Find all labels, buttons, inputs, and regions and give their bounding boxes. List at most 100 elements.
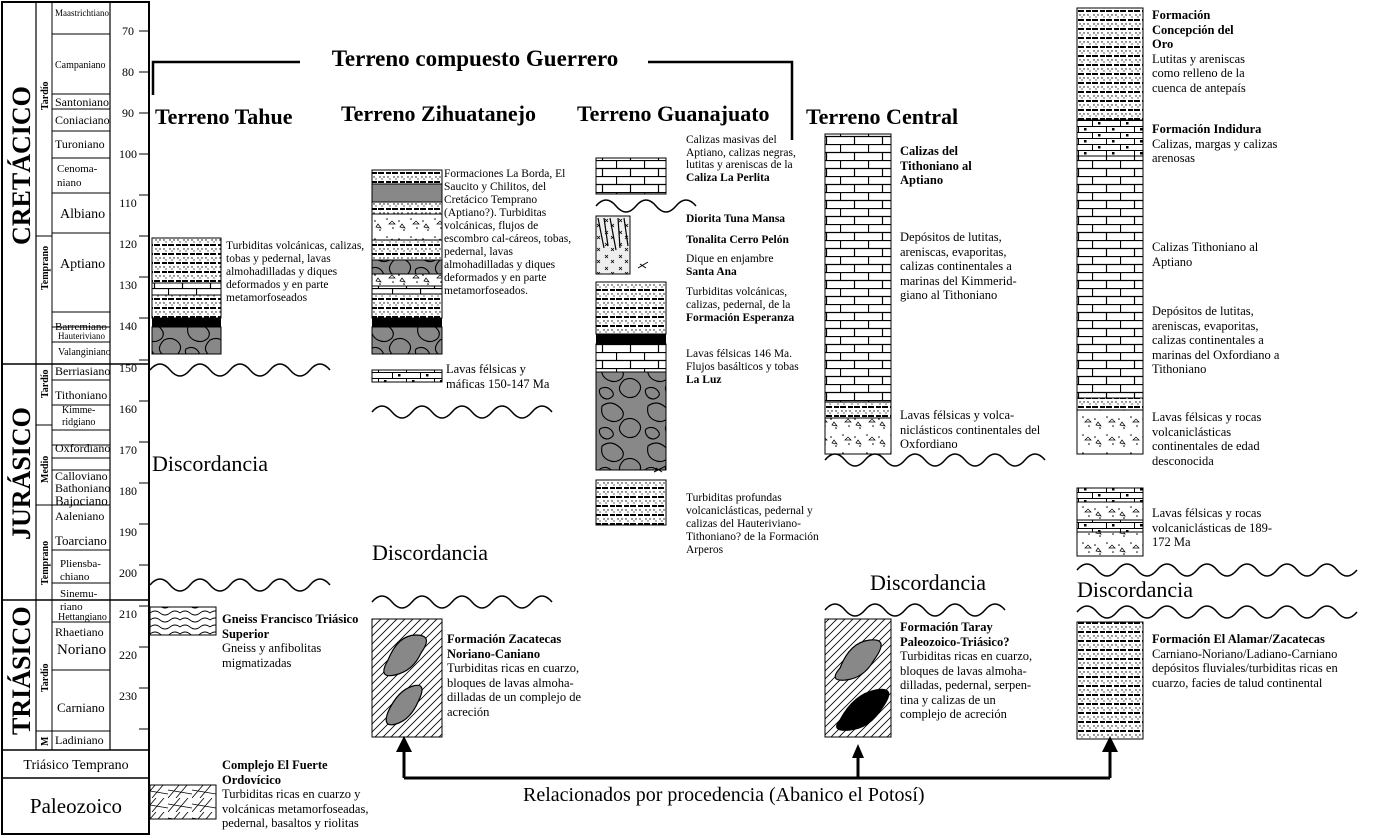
tick-label: 210 <box>119 607 137 621</box>
zihuatanejo-lavas-note: Lavas félsicas y máficas 150-147 Ma <box>446 362 550 391</box>
svg-text:Toarciano: Toarciano <box>55 533 107 548</box>
geologic-timescale: 70 80 90 100 110 120 130 140 150 160 170… <box>1 1 150 835</box>
tick-label: 90 <box>122 106 134 120</box>
page-title: Terreno compuesto Guerrero <box>332 46 619 71</box>
discordancia-label: Discordancia <box>152 451 269 476</box>
guanajuato-laluz-note: Lavas félsicas 146 Ma. Flujos basálticos… <box>686 348 799 386</box>
tick-label: 80 <box>122 65 134 79</box>
tick-labels: 70 80 90 100 110 120 130 140 150 160 170… <box>119 24 137 703</box>
tick-label: 100 <box>119 147 137 161</box>
tick-label: 70 <box>122 24 134 38</box>
guanajuato-column <box>595 157 667 526</box>
svg-text:Campaniano: Campaniano <box>55 60 106 71</box>
svg-text:Hettangiano: Hettangiano <box>58 612 107 623</box>
svg-text:Maastrichtiano: Maastrichtiano <box>55 8 109 18</box>
tick-label: 130 <box>119 278 137 292</box>
tick-label: 110 <box>119 196 137 210</box>
guanajuato-esperanza-note: Turbiditas volcánicas, calizas, pedernal… <box>686 286 795 324</box>
svg-text:Carniano: Carniano <box>57 700 105 715</box>
terrain-tahue: Terreno Tahue <box>155 104 293 129</box>
guanajuato-tuna-note: Diorita Tuna Mansa <box>686 213 786 225</box>
svg-text:Oxfordiano: Oxfordiano <box>55 441 110 455</box>
svg-text:Barremiano: Barremiano <box>55 321 107 333</box>
central-depositos-note: Depósitos de lutitas, areniscas, evapori… <box>900 230 1017 302</box>
svg-text:Rhaetiano: Rhaetiano <box>55 625 104 639</box>
svg-text:Medio: Medio <box>40 456 51 483</box>
tahue-column <box>149 237 222 820</box>
terrain-zihuatanejo: Terreno Zihuatanejo <box>341 101 536 126</box>
svg-text:Santoniano: Santoniano <box>55 95 109 109</box>
central-column <box>824 133 892 738</box>
central-taray-note: Formación Taray Paleozoico-Triásico?Turb… <box>900 620 1033 721</box>
svg-text:Albiano: Albiano <box>60 207 105 222</box>
discordancia-label: Discordancia <box>372 540 489 565</box>
tick-label: 160 <box>119 402 137 416</box>
tick-label: 230 <box>119 689 137 703</box>
stage-labels: Maastrichtiano Campaniano Santoniano Con… <box>55 8 111 747</box>
svg-text:Cenoma-: Cenoma- <box>57 163 98 175</box>
right-column <box>1076 7 1144 740</box>
svg-text:chiano: chiano <box>60 571 90 583</box>
terrain-central: Terreno Central <box>806 104 958 129</box>
right-calizas-note: Calizas Tithoniano al Aptiano <box>1152 240 1259 269</box>
paleozoico-label: Paleozoico <box>30 794 122 818</box>
svg-text:Sinemu-: Sinemu- <box>60 588 98 600</box>
zihuatanejo-note: Formaciones La Borda, El Saucito y Chili… <box>444 168 572 297</box>
svg-text:Hauteriviano: Hauteriviano <box>58 331 105 341</box>
svg-text:Valanginiano: Valanginiano <box>58 347 111 358</box>
zihuatanejo-column <box>371 169 443 738</box>
central-calizas-note: Calizas del Tithoniano al Aptiano <box>900 144 972 187</box>
svg-text:Noriano: Noriano <box>57 642 106 658</box>
svg-text:Aaleniano: Aaleniano <box>55 509 104 523</box>
terrain-guanajuato: Terreno Guanajuato <box>577 101 770 126</box>
svg-text:Temprano: Temprano <box>40 541 51 585</box>
svg-text:Berriasiano: Berriasiano <box>55 364 110 378</box>
svg-text:Turoniano: Turoniano <box>55 137 105 151</box>
right-lavas2-note: Lavas félsicas y rocas volcaniclásticas … <box>1152 506 1273 549</box>
svg-text:Temprano: Temprano <box>40 246 51 290</box>
tick-label: 190 <box>119 525 137 539</box>
central-lavas-note: Lavas félsicas y volca-niclásticos conti… <box>900 408 1041 451</box>
svg-text:niano: niano <box>57 177 82 189</box>
svg-text:riano: riano <box>60 601 83 613</box>
era-triasico: TRIÁSICO <box>7 606 36 735</box>
guanajuato-perlita-note: Calizas masivas del Aptiano, calizas neg… <box>686 134 796 184</box>
guanajuato-arperos-note: Turbiditas profundas volcaniclásticas, p… <box>686 492 819 556</box>
tick-label: 170 <box>119 443 137 457</box>
svg-text:ridgiano: ridgiano <box>62 417 95 428</box>
provenance-arrows <box>396 736 1118 780</box>
triasico-temprano-label: Triásico Temprano <box>23 758 128 773</box>
svg-text:Tardío: Tardío <box>40 369 51 398</box>
tick-label: 180 <box>119 484 137 498</box>
discordancia-label: Discordancia <box>1077 577 1194 602</box>
guanajuato-pelon-note: Tonalita Cerro Pelón <box>686 234 789 246</box>
unconformity-waves <box>149 199 1358 619</box>
svg-text:Tithoniano: Tithoniano <box>55 388 107 402</box>
subperiod-labels: Tardío Temprano Tardío Medio Temprano Ta… <box>40 81 51 746</box>
svg-text:Coniaciano: Coniaciano <box>55 113 110 127</box>
svg-text:Bajociano: Bajociano <box>55 493 108 508</box>
provenance-label: Relacionados por procedencia (Abanico el… <box>523 784 925 806</box>
svg-text:M: M <box>40 736 51 746</box>
svg-text:Calloviano: Calloviano <box>55 469 108 483</box>
svg-text:Kimme-: Kimme- <box>62 405 95 416</box>
svg-text:Tardío: Tardío <box>40 663 51 692</box>
right-lavas-note: Lavas félsicas y rocas volcaniclásticas … <box>1152 410 1262 468</box>
tahue-note: Turbiditas volcánicas, calizas, tobas y … <box>226 240 365 304</box>
tick-label: 140 <box>119 319 137 333</box>
svg-text:Tardío: Tardío <box>40 81 51 110</box>
svg-text:Ladiniano: Ladiniano <box>55 733 104 747</box>
svg-text:Bathoniano: Bathoniano <box>55 481 110 495</box>
discordancia-label: Discordancia <box>870 570 987 595</box>
tick-label: 150 <box>119 361 137 375</box>
svg-text:Aptiano: Aptiano <box>60 257 105 272</box>
guerrero-bracket: Terreno compuesto Guerrero <box>151 46 794 140</box>
